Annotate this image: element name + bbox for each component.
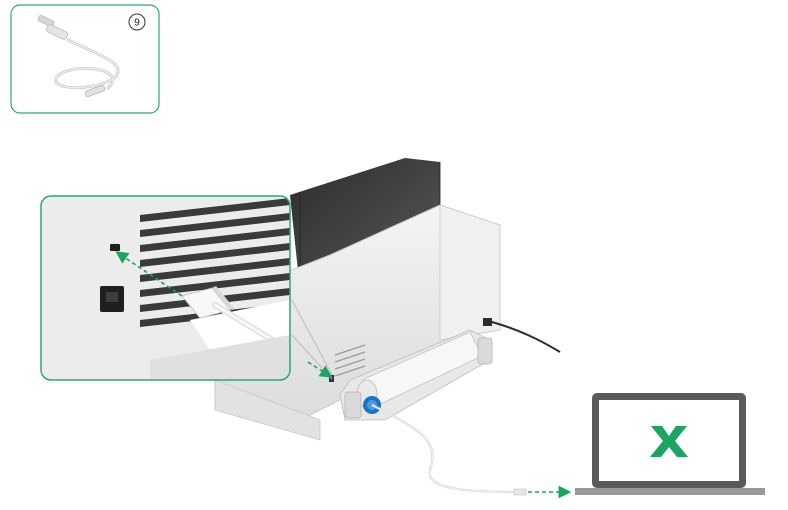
ethernet-port-icon	[100, 286, 124, 312]
usb-cable-line	[371, 403, 521, 494]
inset-usb-port-icon	[110, 244, 120, 251]
usb-connector-icon	[181, 286, 290, 358]
connection-arrows	[115, 251, 572, 499]
usb-cable-icon	[37, 15, 120, 97]
x-mark-icon	[650, 426, 688, 457]
laptop-illustration	[575, 393, 765, 495]
part-number-label: 9	[134, 18, 140, 29]
roll-holder	[339, 329, 493, 421]
parts-callout-box: 9	[10, 4, 160, 114]
zoom-inset	[40, 195, 333, 381]
part-number-badge: 9	[128, 13, 146, 31]
